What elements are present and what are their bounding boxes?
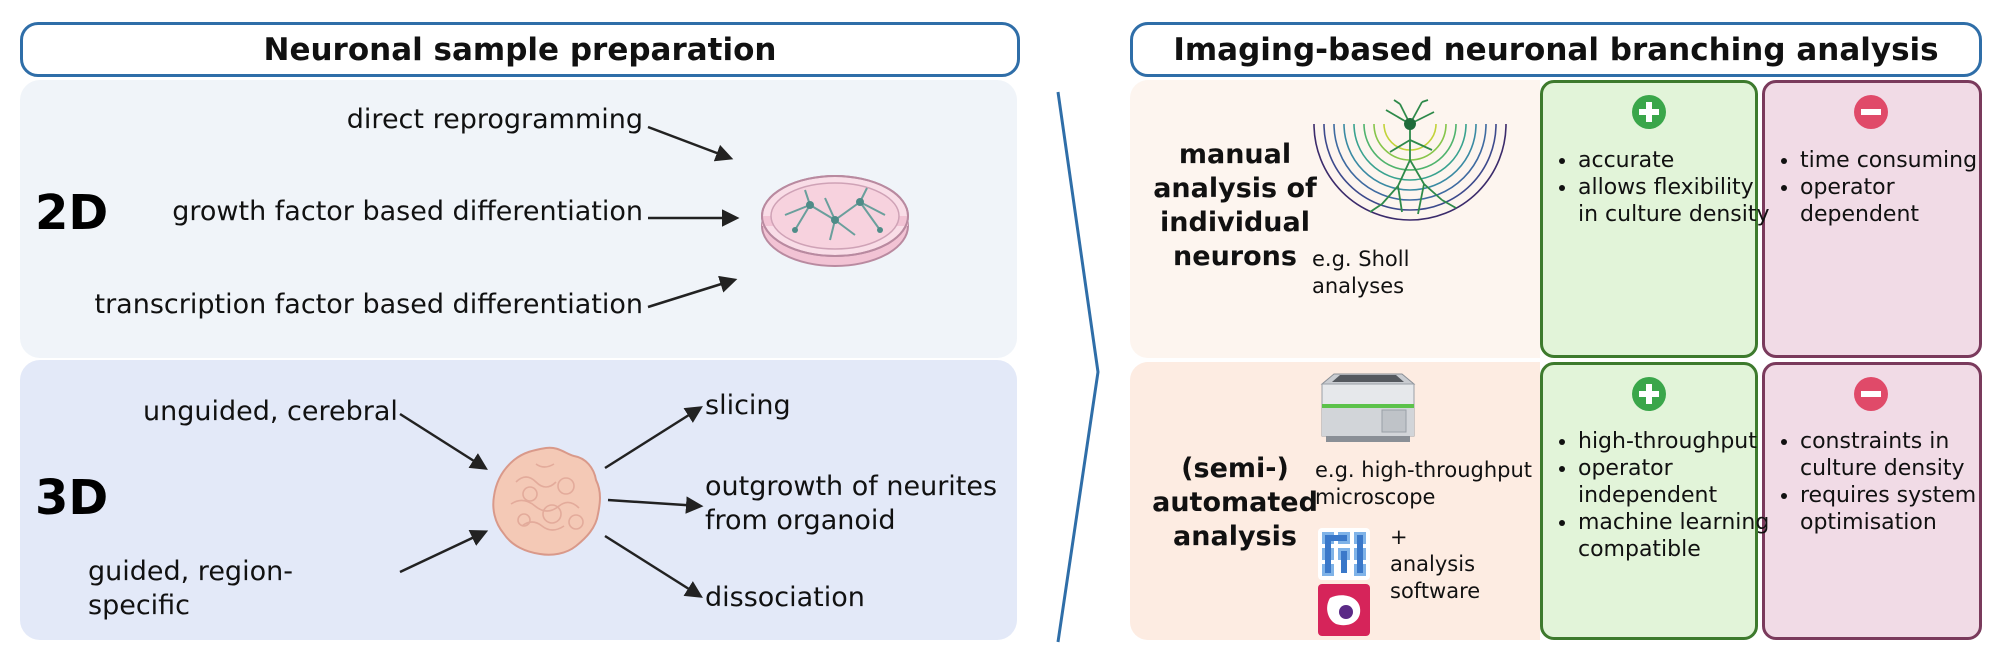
- label-3d: 3D: [35, 470, 109, 526]
- panel-manual: [1130, 80, 1540, 358]
- software-caption: + analysis software: [1390, 524, 1480, 605]
- minus-icon: [1854, 377, 1888, 411]
- arrow-transcription: [647, 275, 738, 309]
- manual-title-line: analysis of: [1153, 173, 1317, 204]
- input-unguided: unguided, cerebral: [143, 396, 398, 427]
- arrow-guided: [399, 530, 489, 574]
- fiji-logo-icon: [1318, 528, 1370, 580]
- software-caption-line: software: [1390, 579, 1481, 603]
- automated-cons-list: constraints in culture density requires …: [1772, 428, 2000, 536]
- output-dissociation: dissociation: [705, 582, 865, 613]
- manual-title: manual analysis of individual neurons: [1135, 138, 1335, 274]
- arrow-direct: [647, 125, 734, 162]
- method-direct-reprogramming: direct reprogramming: [346, 104, 643, 135]
- arrow-outgrowth: [607, 496, 704, 514]
- software-caption-line: +: [1390, 525, 1408, 549]
- pro-item: accurate: [1578, 147, 1778, 174]
- arrow-unguided: [399, 412, 488, 470]
- arrow-slicing: [604, 406, 703, 470]
- automated-title-line: automated: [1152, 487, 1318, 518]
- manual-title-line: individual: [1160, 207, 1310, 238]
- sholl-neuron-icon: [1313, 99, 1507, 221]
- microscope-icon: [1320, 373, 1416, 442]
- output-slicing: slicing: [705, 390, 791, 421]
- label-2d: 2D: [35, 185, 109, 241]
- automated-title-line: (semi-): [1181, 453, 1289, 484]
- con-item: operator dependent: [1800, 174, 2000, 228]
- con-item: time consuming: [1800, 147, 2000, 174]
- organoid-icon: [492, 446, 601, 556]
- right-section-title: Imaging-based neuronal branching analysi…: [1130, 22, 1982, 77]
- pro-item: allows flexibility in culture density: [1578, 174, 1778, 228]
- cellprofiler-logo-icon: [1318, 584, 1370, 636]
- minus-icon: [1854, 95, 1888, 129]
- pro-item: operator independent: [1578, 455, 1783, 509]
- manual-caption-line: analyses: [1312, 274, 1405, 298]
- left-section-title: Neuronal sample preparation: [20, 22, 1020, 77]
- pro-item: high-throughput: [1578, 428, 1783, 455]
- automated-caption-line: e.g. high-throughput: [1315, 458, 1533, 482]
- manual-caption: e.g. Sholl analyses: [1312, 246, 1409, 300]
- automated-pros-list: high-throughput operator independent mac…: [1550, 428, 1783, 563]
- automated-caption: e.g. high-throughput microscope: [1315, 457, 1532, 511]
- section-divider: [1056, 91, 1100, 643]
- manual-pros-list: accurate allows flexibility in culture d…: [1550, 147, 1778, 228]
- input-guided-line1: guided, region-: [88, 556, 293, 587]
- petri-dish-icon: [761, 175, 909, 267]
- method-transcription-factor: transcription factor based differentiati…: [94, 289, 643, 320]
- manual-cons-list: time consuming operator dependent: [1772, 147, 2000, 228]
- manual-caption-line: e.g. Sholl: [1312, 247, 1410, 271]
- con-item: requires system optimisation: [1800, 482, 2000, 536]
- output-outgrowth-line1: outgrowth of neurites: [705, 471, 998, 502]
- manual-cons-cell: [1762, 80, 1982, 358]
- plus-icon: [1632, 377, 1666, 411]
- pro-item: machine learning compatible: [1578, 509, 1783, 563]
- automated-title: (semi-) automated analysis: [1135, 452, 1335, 554]
- software-caption-line: analysis: [1390, 552, 1476, 576]
- arrow-dissociation: [604, 534, 703, 598]
- con-item: constraints in culture density: [1800, 428, 2000, 482]
- input-guided-line2: specific: [88, 590, 191, 621]
- manual-title-line: manual: [1178, 139, 1292, 170]
- manual-title-line: neurons: [1173, 241, 1297, 272]
- output-outgrowth-line2: from organoid: [705, 505, 896, 536]
- method-growth-factor: growth factor based differentiation: [172, 196, 643, 227]
- automated-title-line: analysis: [1173, 521, 1297, 552]
- automated-caption-line: microscope: [1315, 485, 1436, 509]
- plus-icon: [1632, 95, 1666, 129]
